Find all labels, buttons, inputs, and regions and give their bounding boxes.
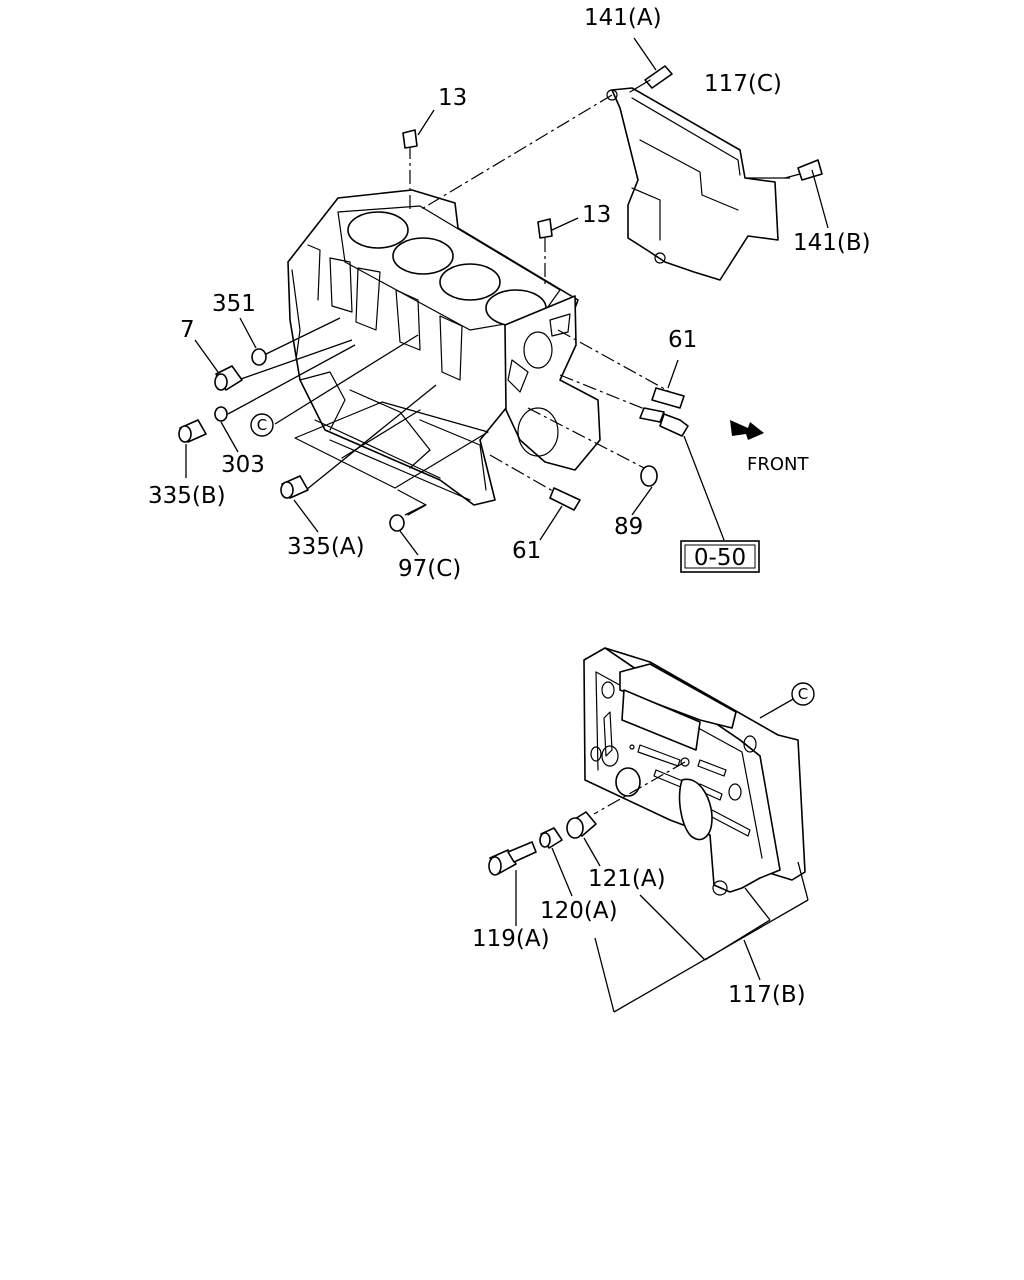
circle-c-left-marker: C [250, 413, 274, 437]
label-120a: 120(A) [540, 898, 618, 924]
label-141b: 141(B) [793, 230, 871, 256]
label-335b: 335(B) [148, 483, 226, 509]
pin-61-bottom [539, 487, 581, 541]
plug-97c [389, 514, 419, 556]
fitting-121a [566, 811, 601, 867]
reference-box: 0-50 [680, 540, 760, 573]
circle-c-right-label: C [798, 685, 808, 703]
plug-89 [631, 465, 658, 516]
label-117b: 117(B) [728, 982, 806, 1008]
bolt-119a [488, 841, 537, 926]
label-61-right: 61 [668, 327, 697, 353]
assembly-lines [227, 94, 671, 516]
cover-117c [606, 87, 790, 281]
reference-box-label: 0-50 [694, 545, 746, 571]
washer-351 [239, 317, 267, 366]
label-351: 351 [212, 291, 256, 317]
circle-c-right-marker: C [759, 682, 815, 719]
pin-61-right [651, 359, 685, 409]
label-303: 303 [221, 452, 265, 478]
label-121a: 121(A) [588, 866, 666, 892]
dowel-13-right [537, 217, 579, 239]
plug-7 [194, 339, 243, 391]
bolt-141b [784, 159, 829, 229]
label-117c: 117(C) [704, 71, 782, 97]
label-13-top: 13 [438, 85, 467, 111]
dowel-13-top [402, 109, 435, 149]
label-7: 7 [180, 317, 195, 343]
fitting-axis-line [593, 761, 686, 815]
oil-jet-assembly [639, 407, 725, 541]
fitting-120a [539, 827, 573, 897]
bolt-141a [629, 37, 673, 93]
cylinder-block [287, 189, 601, 506]
label-335a: 335(A) [287, 534, 365, 560]
label-119a: 119(A) [472, 926, 550, 952]
label-89: 89 [614, 514, 643, 540]
washer-303 [214, 406, 239, 453]
label-13-right: 13 [582, 202, 611, 228]
label-61-bottom: 61 [512, 538, 541, 564]
front-arrow-icon [730, 420, 764, 440]
plug-335a [280, 475, 319, 533]
plug-335b [178, 419, 207, 478]
bracket-117b [594, 861, 809, 1013]
label-141a: 141(A) [584, 5, 662, 31]
label-97c: 97(C) [398, 556, 461, 582]
circle-c-left-label: C [257, 416, 267, 434]
front-label: FRONT [747, 454, 809, 475]
rear-plate-117b [583, 647, 806, 896]
